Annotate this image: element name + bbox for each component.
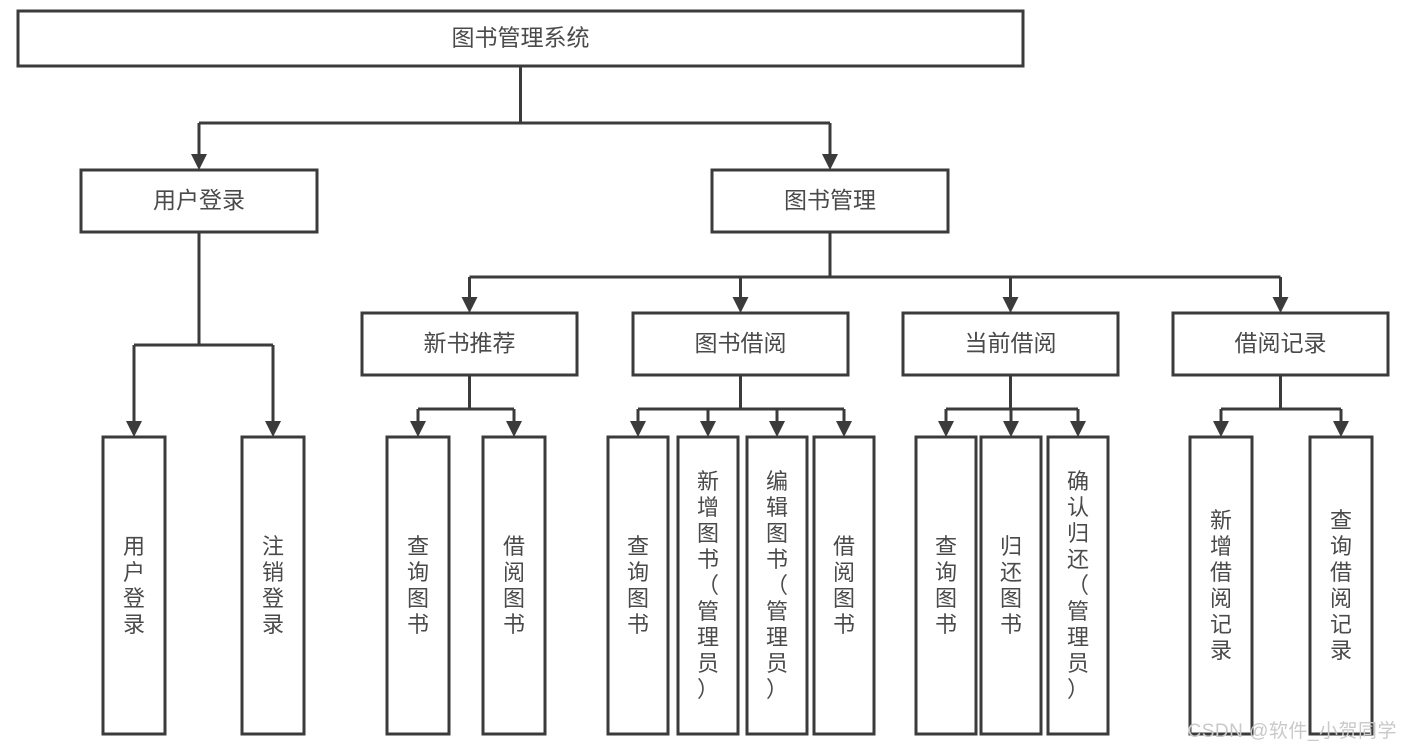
node-bookmgmt[interactable]: 图书管理 bbox=[710, 168, 950, 234]
connector-current bbox=[938, 375, 1086, 437]
node-label: 查询图书 bbox=[407, 534, 429, 637]
node-box bbox=[16, 9, 1025, 68]
arrow-head-icon bbox=[836, 421, 852, 437]
node-label: 图书管理系统 bbox=[452, 25, 590, 51]
node-label: 新增借阅记录 bbox=[1210, 508, 1232, 663]
node-label: 图书管理 bbox=[784, 187, 876, 213]
arrow-head-icon bbox=[1272, 297, 1289, 313]
node-box bbox=[606, 435, 670, 736]
node-leaf-user-login[interactable]: 用户登录 bbox=[101, 435, 167, 736]
node-label: 编辑图书（管理员） bbox=[766, 469, 788, 702]
connector-root bbox=[191, 66, 838, 170]
node-box bbox=[812, 435, 876, 736]
node-leaf-newbook-query[interactable]: 查询图书 bbox=[385, 435, 451, 736]
node-label: 用户登录 bbox=[123, 534, 145, 637]
node-leaf-borrow-edit[interactable]: 编辑图书（管理员） bbox=[745, 435, 809, 736]
node-label: 查询借阅记录 bbox=[1330, 508, 1352, 663]
arrow-head-icon bbox=[732, 297, 749, 313]
node-box bbox=[914, 435, 978, 736]
node-label: 借阅图书 bbox=[503, 534, 525, 637]
node-box bbox=[1046, 435, 1110, 736]
arrow-head-icon bbox=[191, 154, 207, 170]
node-newbook[interactable]: 新书推荐 bbox=[360, 311, 579, 377]
arrow-head-icon bbox=[1002, 297, 1019, 313]
arrow-head-icon bbox=[769, 421, 785, 437]
node-label: 查询图书 bbox=[627, 534, 649, 637]
node-label: 用户登录 bbox=[153, 187, 245, 213]
node-login[interactable]: 用户登录 bbox=[79, 168, 319, 234]
node-label: 新增图书（管理员） bbox=[697, 469, 719, 702]
arrow-head-icon bbox=[410, 421, 426, 437]
node-box bbox=[901, 311, 1120, 377]
node-label: 借阅图书 bbox=[833, 534, 855, 637]
arrow-head-icon bbox=[1213, 421, 1229, 437]
node-label: 查询图书 bbox=[935, 534, 957, 637]
node-label: 图书借阅 bbox=[695, 330, 787, 356]
node-box bbox=[1188, 435, 1254, 736]
node-label: 当前借阅 bbox=[965, 330, 1057, 356]
arrow-head-icon bbox=[700, 421, 716, 437]
arrow-head-icon bbox=[1003, 421, 1019, 437]
connector-record bbox=[1213, 375, 1349, 437]
node-box bbox=[1308, 435, 1374, 736]
node-box bbox=[240, 435, 306, 736]
node-box bbox=[710, 168, 950, 234]
node-leaf-current-query[interactable]: 查询图书 bbox=[914, 435, 978, 736]
node-leaf-record-add[interactable]: 新增借阅记录 bbox=[1188, 435, 1254, 736]
connector-bookmgmt bbox=[461, 232, 1289, 313]
node-leaf-record-query[interactable]: 查询借阅记录 bbox=[1308, 435, 1374, 736]
node-record[interactable]: 借阅记录 bbox=[1171, 311, 1390, 377]
node-label: 归还图书 bbox=[1000, 534, 1022, 637]
node-leaf-borrow-add[interactable]: 新增图书（管理员） bbox=[676, 435, 740, 736]
node-label: 新书推荐 bbox=[424, 330, 516, 356]
node-layer: 图书管理系统用户登录图书管理新书推荐图书借阅当前借阅借阅记录用户登录注销登录查询… bbox=[16, 9, 1390, 736]
node-box bbox=[385, 435, 451, 736]
node-box bbox=[745, 435, 809, 736]
arrow-head-icon bbox=[506, 421, 522, 437]
node-box bbox=[481, 435, 547, 736]
node-leaf-borrow-lend[interactable]: 借阅图书 bbox=[812, 435, 876, 736]
node-leaf-current-confirm[interactable]: 确认归还（管理员） bbox=[1046, 435, 1110, 736]
node-leaf-newbook-borrow[interactable]: 借阅图书 bbox=[481, 435, 547, 736]
connector-layer bbox=[126, 66, 1349, 437]
node-box bbox=[79, 168, 319, 234]
connector-login bbox=[126, 232, 281, 437]
node-box bbox=[676, 435, 740, 736]
node-label: 注销登录 bbox=[262, 534, 284, 637]
arrow-head-icon bbox=[630, 421, 646, 437]
arrow-head-icon bbox=[265, 421, 281, 437]
node-box bbox=[360, 311, 579, 377]
arrow-head-icon bbox=[822, 154, 838, 170]
connector-borrow bbox=[630, 375, 852, 437]
arrow-head-icon bbox=[1070, 421, 1086, 437]
connector-newbook bbox=[410, 375, 522, 437]
node-root[interactable]: 图书管理系统 bbox=[16, 9, 1025, 68]
node-leaf-borrow-query[interactable]: 查询图书 bbox=[606, 435, 670, 736]
arrow-head-icon bbox=[1333, 421, 1349, 437]
arrow-head-icon bbox=[461, 297, 478, 313]
node-box bbox=[101, 435, 167, 736]
node-leaf-user-logout[interactable]: 注销登录 bbox=[240, 435, 306, 736]
node-box bbox=[631, 311, 850, 377]
arrow-head-icon bbox=[938, 421, 954, 437]
node-label: 确认归还（管理员） bbox=[1067, 469, 1089, 702]
node-borrow[interactable]: 图书借阅 bbox=[631, 311, 850, 377]
node-current[interactable]: 当前借阅 bbox=[901, 311, 1120, 377]
node-box bbox=[979, 435, 1043, 736]
node-label: 借阅记录 bbox=[1235, 330, 1327, 356]
node-leaf-current-return[interactable]: 归还图书 bbox=[979, 435, 1043, 736]
arrow-head-icon bbox=[126, 421, 142, 437]
node-box bbox=[1171, 311, 1390, 377]
